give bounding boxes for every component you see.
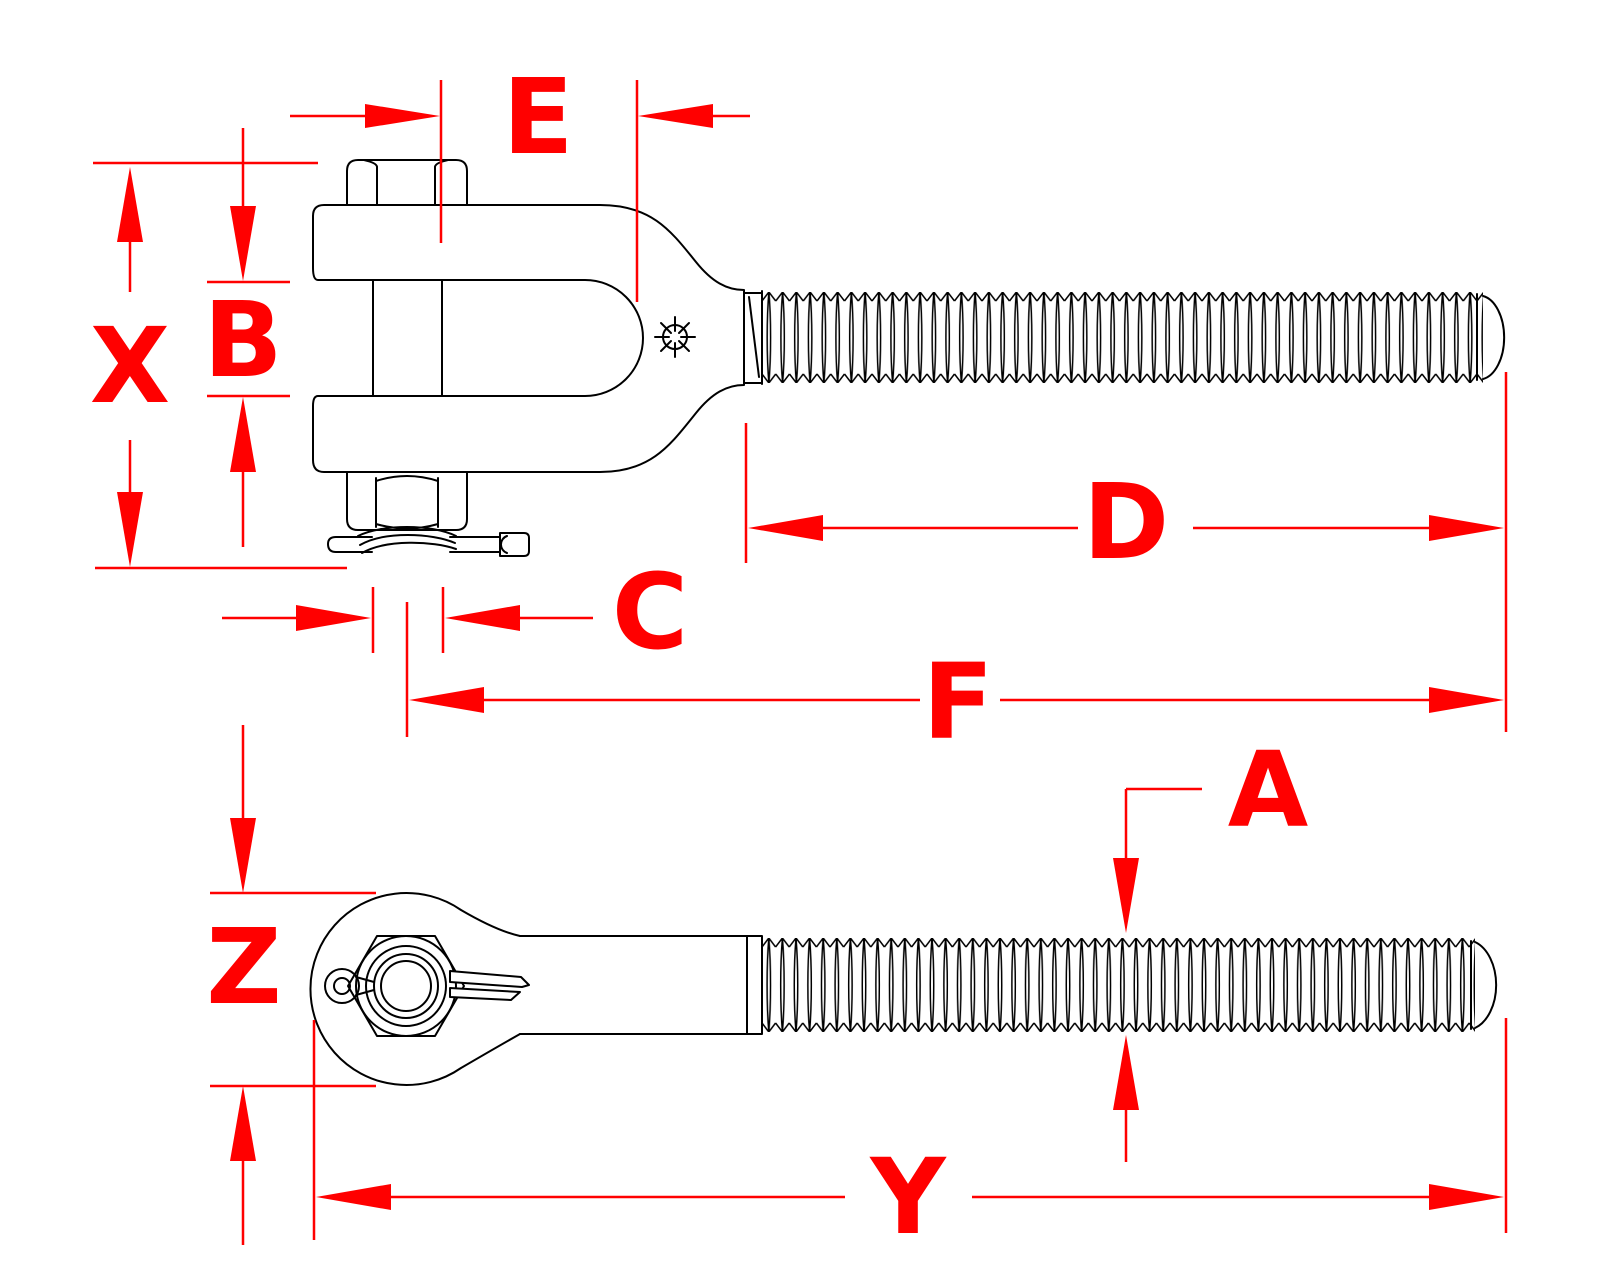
extension-line: [210, 891, 376, 1088]
eye-outline: [309, 892, 521, 1086]
leader-line: [1124, 787, 1202, 1162]
cotter-pin-side: [327, 532, 530, 557]
sun-mark-icon: [654, 316, 696, 358]
extension-line: [93, 161, 347, 570]
pin-head-circle-mid: [373, 953, 439, 1019]
arrowhead: [230, 397, 256, 472]
dim-label-D: D: [1083, 461, 1169, 583]
arrowhead: [230, 818, 256, 893]
arrowhead: [445, 605, 520, 631]
nut-chamfer-circle: [355, 935, 457, 1037]
dim-label-E: E: [502, 56, 573, 178]
dim-label-C: C: [612, 551, 688, 673]
clevis-pin-shank: [372, 280, 443, 396]
hex-bolt-head: [346, 159, 468, 206]
cotter-prong-lower: [449, 987, 521, 1001]
extension-line: [312, 1018, 1508, 1240]
arrowhead: [1429, 687, 1504, 713]
arrowhead: [230, 206, 256, 281]
extension-line: [371, 587, 445, 653]
stud-end-dome-bottom: [1470, 940, 1498, 1030]
hex-nut-side: [346, 471, 468, 531]
arrowhead: [117, 492, 143, 567]
dimension-C: C: [222, 551, 688, 673]
arrowhead: [1113, 1035, 1139, 1110]
dimension-E: E: [290, 56, 750, 302]
arrowhead: [409, 687, 484, 713]
dimension-Y: Y: [312, 1018, 1508, 1258]
arrowhead: [1429, 1184, 1504, 1210]
dimension-F: F: [405, 602, 1504, 763]
arrowhead: [296, 605, 371, 631]
arrowhead: [117, 167, 143, 242]
stud-end-dome: [1476, 293, 1506, 381]
shank-lines: [519, 935, 763, 1035]
jaw-outline: [312, 204, 745, 473]
pin-head-circle-outer: [365, 945, 447, 1027]
part-geometry: [309, 159, 1506, 1086]
cotter-loop-inner: [333, 977, 351, 995]
cotter-pin-plan: [324, 968, 530, 1004]
arrowhead: [748, 515, 823, 541]
thread-region-top: [762, 292, 1483, 383]
extension-line: [744, 372, 1508, 732]
arrowhead: [316, 1184, 391, 1210]
dimension-B: B: [203, 128, 290, 547]
dimension-D: D: [744, 372, 1508, 732]
arrowhead: [230, 1086, 256, 1161]
cotter-loop-outer: [324, 968, 360, 1004]
side-view-bolt-nut-cotter: [327, 159, 530, 557]
dim-label-Y: Y: [868, 1136, 947, 1258]
dimensions: E X B C: [90, 56, 1508, 1258]
cotter-prong-upper: [449, 970, 530, 988]
thread-runout-band: [743, 290, 763, 385]
cotter-neck: [355, 976, 375, 996]
pin-head-circle-inner: [380, 960, 432, 1012]
dim-label-A: A: [1228, 729, 1309, 851]
arrowhead: [638, 104, 713, 128]
arrowhead: [365, 104, 440, 128]
extension-line: [207, 280, 290, 398]
dimension-A: A: [1113, 729, 1308, 1162]
arrowhead: [1113, 858, 1139, 933]
dim-label-B: B: [203, 279, 282, 401]
thread-region-bottom: [762, 938, 1475, 1032]
extension-line: [439, 80, 639, 302]
dim-label-F: F: [922, 641, 993, 763]
dim-label-X: X: [90, 305, 170, 427]
dimension-Z: Z: [206, 725, 376, 1245]
split-lock-washer: [357, 526, 457, 554]
side-view-jaw-body: [312, 204, 763, 473]
plan-view-eye-end: [309, 892, 1498, 1086]
arrowhead: [1429, 515, 1504, 541]
hex-nut-plan: [347, 935, 465, 1037]
dim-label-Z: Z: [206, 906, 281, 1028]
dimension-X: X: [90, 161, 347, 570]
side-view-threaded-stud: [762, 292, 1506, 383]
